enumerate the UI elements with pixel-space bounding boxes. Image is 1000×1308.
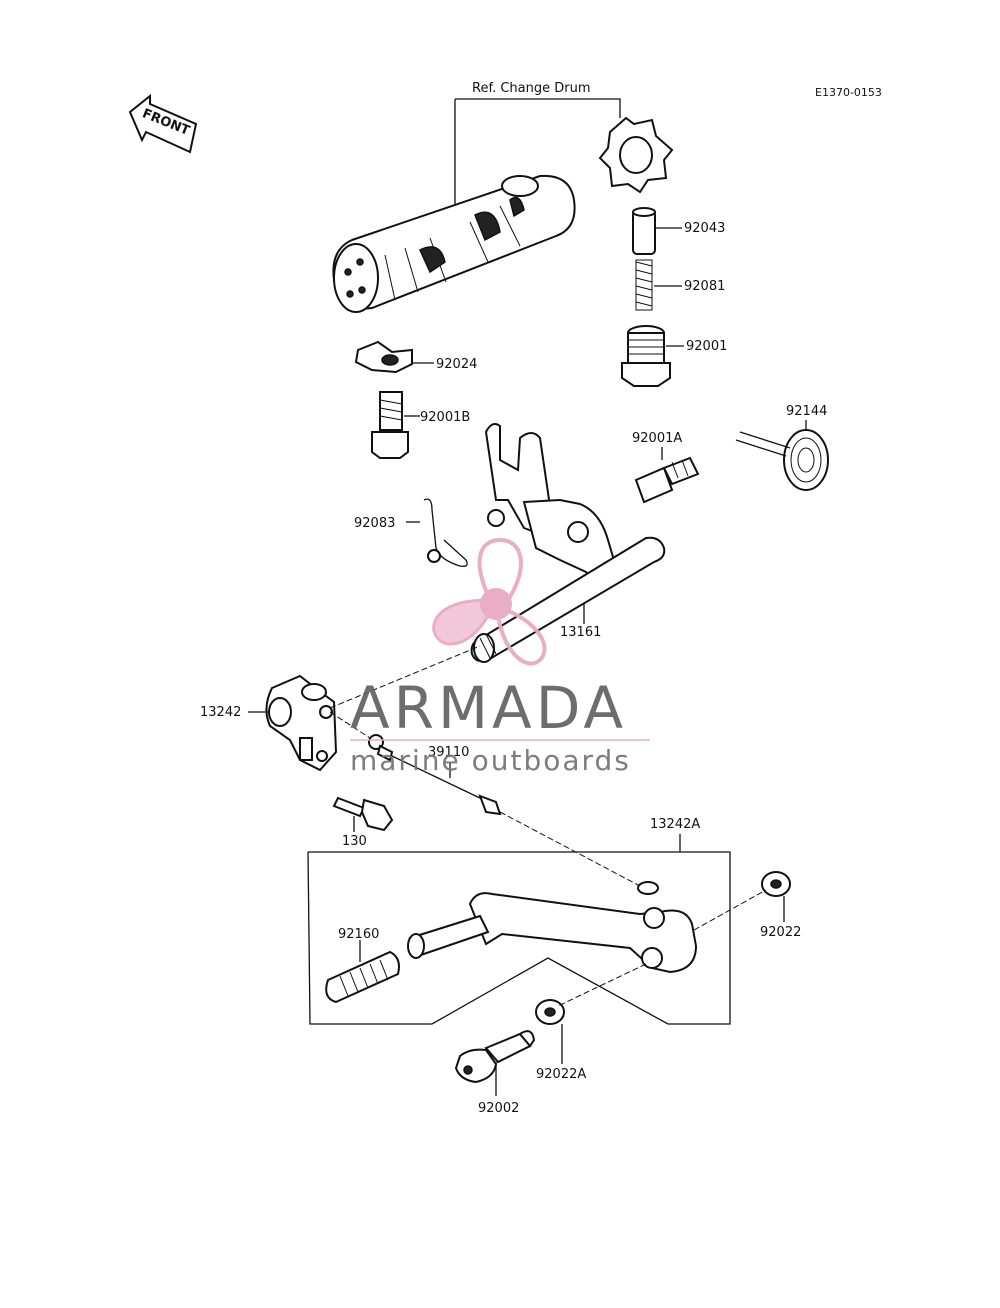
watermark-tagline: marine outboards xyxy=(350,744,631,777)
propeller-icon xyxy=(432,537,547,666)
label-92022a: 92022A xyxy=(536,1067,586,1082)
spring-92083 xyxy=(423,498,468,568)
label-13242: 13242 xyxy=(200,705,241,720)
label-92002: 92002 xyxy=(478,1101,519,1116)
pin-92043 xyxy=(632,207,656,255)
ref-change-drum-label: Ref. Change Drum xyxy=(472,81,591,96)
label-92001a: 92001A xyxy=(632,431,682,446)
shift-shaft-13161 xyxy=(470,423,666,663)
label-92024: 92024 xyxy=(436,357,477,372)
label-13242a: 13242A xyxy=(650,817,700,832)
watermark-brand: ARMADA xyxy=(350,674,627,742)
bolt-130 xyxy=(332,796,394,832)
lever-13242 xyxy=(265,674,338,772)
label-92160: 92160 xyxy=(338,927,379,942)
label-92043: 92043 xyxy=(684,221,725,236)
diagram-code: E1370-0153 xyxy=(815,86,882,99)
label-92001: 92001 xyxy=(686,339,727,354)
bolt-92001b xyxy=(371,391,409,459)
washer-92022 xyxy=(761,871,791,897)
label-130: 130 xyxy=(342,834,367,849)
star-cam-plate xyxy=(598,116,674,194)
bolt-92002 xyxy=(454,1030,536,1084)
label-92081: 92081 xyxy=(684,279,725,294)
pedal-lever-13242a xyxy=(407,881,698,974)
label-39110: 39110 xyxy=(428,745,469,760)
label-92144: 92144 xyxy=(786,404,827,419)
tie-rod-39110 xyxy=(368,734,502,816)
label-13161: 13161 xyxy=(560,625,601,640)
armada-logo-watermark: ARMADA marine outboards xyxy=(350,537,650,777)
stud-92001a xyxy=(634,456,700,504)
label-92001b: 92001B xyxy=(420,410,470,425)
spring-92081 xyxy=(635,259,653,311)
change-drum xyxy=(332,174,576,313)
label-92083: 92083 xyxy=(354,516,395,531)
washer-92024 xyxy=(354,340,413,374)
front-arrow-icon: FRONT xyxy=(128,93,198,154)
label-92022: 92022 xyxy=(760,925,801,940)
washer-92022a xyxy=(535,999,565,1025)
plug-92001 xyxy=(621,325,671,387)
spring-92144 xyxy=(735,429,829,491)
rubber-92160 xyxy=(325,950,400,1004)
